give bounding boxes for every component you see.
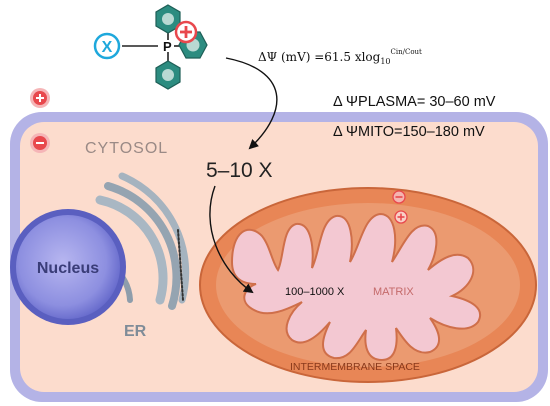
mito-negative-charge [392, 190, 406, 204]
cargo-x-badge: X [93, 32, 121, 60]
matrix-accumulation-label: 100–1000 X [285, 286, 345, 298]
endoplasmic-reticulum [95, 172, 190, 310]
arrow-to-cytosol [225, 57, 278, 150]
phenyl-ring-top [155, 4, 181, 34]
cytosol-label: CYTOSOL [85, 140, 168, 157]
mito-potential: Δ ΨMITO=150–180 mV [333, 124, 485, 140]
tpp-positive-charge [174, 20, 198, 44]
phenyl-ring-bottom [155, 60, 181, 90]
mito-positive-charge [394, 210, 408, 224]
plasma-potential: Δ ΨPLASMA= 30–60 mV [333, 94, 496, 110]
cytosol-accumulation-label: 5–10 X [206, 159, 273, 182]
matrix-label: MATRIX [373, 286, 414, 298]
nucleus-label: Nucleus [37, 260, 99, 277]
tpp-cation: P X [93, 4, 208, 90]
mitochondrion-cristae [230, 212, 481, 362]
inside-negative-charge [30, 133, 50, 153]
nucleus [16, 215, 120, 319]
nernst-equation: ΔΨ (mV) =61.5 xlog10Cin/Cout [258, 48, 422, 66]
cargo-x-label: X [102, 39, 113, 56]
arrow-to-matrix [209, 185, 254, 294]
er-label: ER [124, 323, 147, 340]
outside-positive-charge [30, 88, 50, 108]
phosphorus-label: P [163, 39, 172, 54]
intermembrane-space-label: INTERMEMBRANE SPACE [290, 361, 420, 373]
